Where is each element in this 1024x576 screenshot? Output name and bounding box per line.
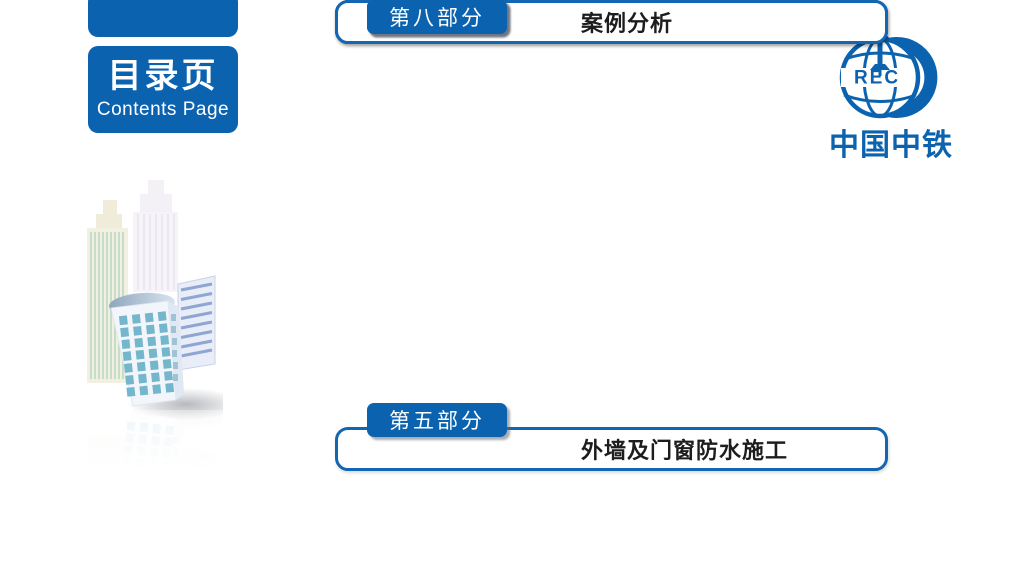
toc-item-part8[interactable]: 第八部分 案例分析	[335, 0, 888, 80]
toc-item-part5[interactable]: 第五部分 外墙及门窗防水施工	[335, 403, 888, 483]
header-top-notch	[88, 0, 238, 37]
part-tab-label: 第八部分	[389, 7, 485, 30]
part-tab[interactable]: 第五部分	[367, 403, 507, 437]
section-title: 案例分析	[581, 11, 674, 36]
contents-badge-title-en: Contents Page	[96, 98, 230, 120]
city-buildings-illustration	[78, 180, 223, 480]
crec-wordmark: 中国中铁	[829, 129, 953, 162]
contents-badge: 目录页 Contents Page	[88, 46, 238, 133]
contents-badge-title-cn: 目录页	[107, 57, 219, 96]
section-title: 外墙及门窗防水施工	[581, 438, 789, 463]
part-tab[interactable]: 第八部分	[367, 0, 507, 34]
part-tab-label: 第五部分	[389, 410, 485, 433]
crec-monogram: REC	[854, 68, 900, 89]
